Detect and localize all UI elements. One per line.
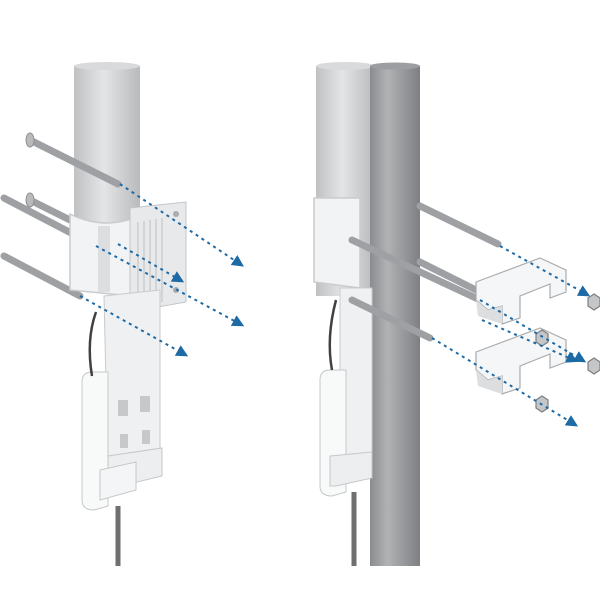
radio-unit-left <box>81 371 163 511</box>
hex-nut <box>587 293 600 311</box>
hex-nut <box>587 357 600 375</box>
cable-right <box>328 299 338 371</box>
right-figure <box>313 62 600 566</box>
bolt-heads-left <box>25 132 35 208</box>
antenna-tube-top-left <box>74 62 140 70</box>
plate-slots-left <box>118 396 150 448</box>
mount-clamp-shade-left <box>98 226 110 292</box>
arrows-left <box>79 183 245 357</box>
antenna-tube-top-right <box>316 62 374 70</box>
hex-nut <box>535 329 549 347</box>
left-figure <box>0 62 245 566</box>
radio-unit-right <box>319 369 373 497</box>
mounting-plate-left <box>103 289 161 471</box>
heat-sink-left <box>129 201 187 313</box>
mounting-pole-top <box>370 62 420 70</box>
u-bracket-top <box>475 257 567 325</box>
cable-left <box>88 311 98 377</box>
arrows-right <box>431 245 591 427</box>
threaded-rods-right <box>348 202 502 342</box>
